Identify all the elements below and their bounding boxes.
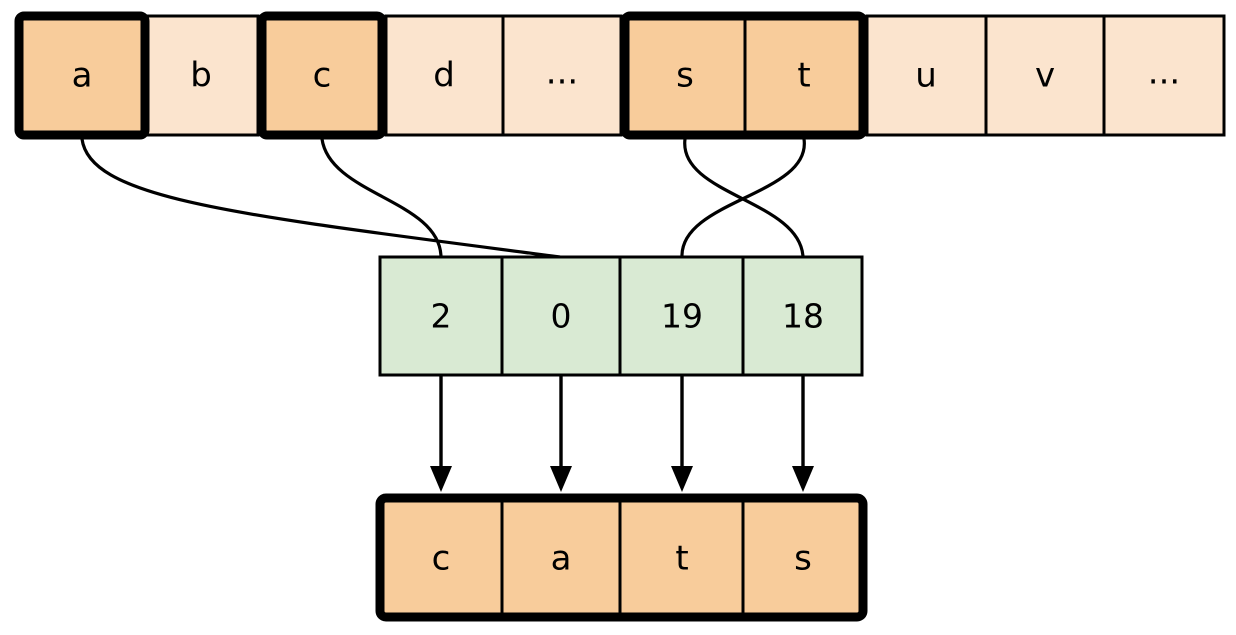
output-word-outline (375, 493, 868, 622)
alphabet-strip: a b c d ... (14, 11, 1226, 140)
alphabet-cell-3[interactable]: d (384, 14, 505, 137)
alphabet-cell-1-label: b (190, 56, 212, 96)
output-cell-0-label: c (432, 539, 451, 579)
alphabet-cell-9-label: ... (1148, 53, 1180, 93)
alphabet-cell-1[interactable]: b (143, 14, 260, 137)
arrow-2 (671, 376, 693, 492)
output-cell-1-label: a (551, 539, 572, 579)
alphabet-cell-7-label: u (915, 56, 937, 96)
arrow-2-head (671, 466, 693, 492)
output-cell-2-label: t (675, 539, 688, 579)
index-cell-3-rect (741, 255, 864, 377)
connector-t-to-19 (680, 138, 806, 258)
index-cell-0-value: 2 (431, 297, 452, 336)
arrow-1 (550, 376, 572, 492)
alphabet-cell-4-label: ... (546, 53, 578, 93)
alphabet-cell-3-label: d (433, 56, 455, 96)
selection-outline-c (257, 11, 387, 140)
index-cell-1[interactable]: 0 (500, 255, 622, 377)
alphabet-cell-0-label: a (72, 56, 93, 96)
index-cell-2[interactable]: 19 (618, 255, 745, 377)
index-cell-0[interactable]: 2 (378, 255, 504, 377)
alphabet-cell-8-label: v (1035, 56, 1055, 96)
alphabet-cell-6[interactable]: t (743, 14, 865, 137)
alphabet-cell-5[interactable]: s (623, 14, 747, 137)
index-cell-3-value: 18 (782, 297, 824, 336)
alphabet-cell-8[interactable]: v (984, 14, 1106, 137)
connector-c-to-2 (320, 138, 443, 258)
alphabet-cell-2-label: c (313, 56, 332, 96)
alphabet-cell-5-label: s (676, 56, 694, 96)
arrow-0 (430, 376, 452, 492)
index-to-output-arrows (430, 376, 814, 492)
arrow-0-head (430, 466, 452, 492)
connector-a-to-0 (80, 138, 561, 259)
index-array: 2 0 19 18 (378, 255, 864, 377)
selection-outline-st (620, 11, 868, 140)
alphabet-cell-4-rect (501, 14, 623, 137)
output-cell-3-label: s (794, 539, 812, 579)
output-cell-1[interactable]: a (500, 496, 622, 619)
alphabet-cell-4[interactable]: ... (501, 14, 623, 137)
arrow-3-head (792, 466, 814, 492)
output-word: c a t s (375, 493, 868, 622)
selection-outline-a (14, 11, 150, 140)
alphabet-cell-9-rect (1102, 14, 1226, 137)
index-cell-2-value: 19 (661, 297, 703, 336)
letter-to-index-connectors (80, 138, 806, 259)
output-cell-0[interactable]: c (378, 496, 504, 619)
index-cell-2-rect (618, 255, 745, 377)
arrow-1-head (550, 466, 572, 492)
output-cell-3[interactable]: s (741, 496, 865, 619)
alphabet-cell-0[interactable]: a (17, 14, 147, 137)
alphabet-cell-2[interactable]: c (260, 14, 384, 137)
index-cell-1-rect (500, 255, 622, 377)
alphabet-cell-6-label: t (797, 56, 810, 96)
alphabet-cell-8-rect (984, 14, 1106, 137)
arrow-3 (792, 376, 814, 492)
connector-s-to-18 (683, 138, 805, 258)
index-cell-3[interactable]: 18 (741, 255, 864, 377)
output-cell-2[interactable]: t (618, 496, 745, 619)
alphabet-cell-9[interactable]: ... (1102, 14, 1226, 137)
alphabet-cell-7[interactable]: u (865, 14, 988, 137)
alphabet-cell-1-rect (143, 14, 260, 137)
index-cell-1-value: 0 (551, 297, 572, 336)
index-cell-0-rect (378, 255, 504, 377)
